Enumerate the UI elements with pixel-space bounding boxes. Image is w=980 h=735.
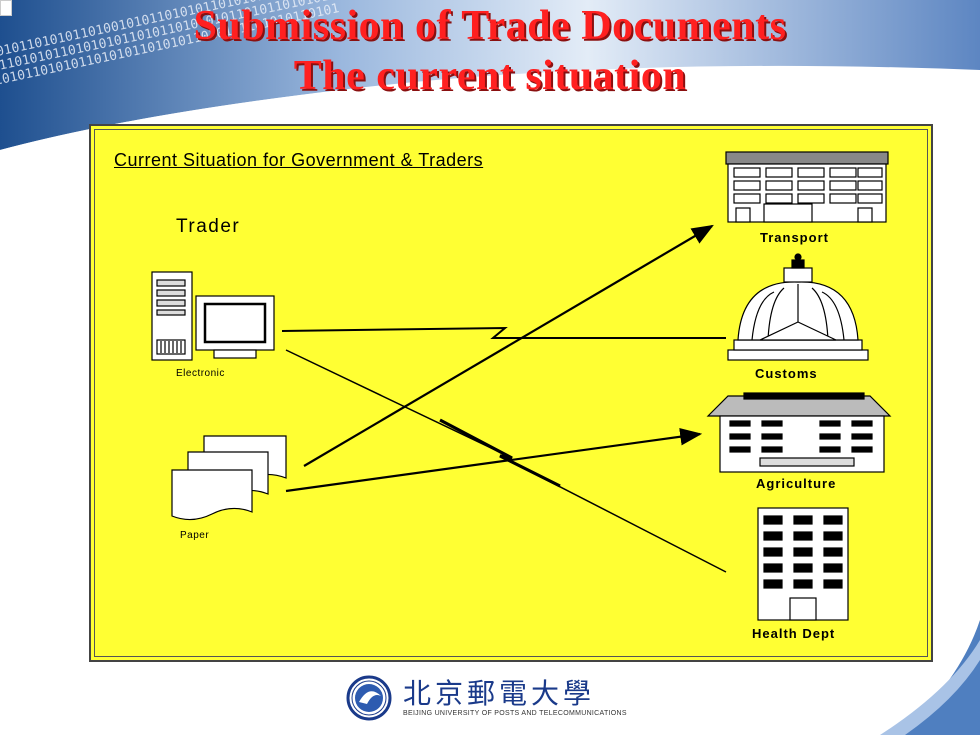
slide-title-line2: The current situation: [293, 53, 687, 99]
connection-lines: [281, 224, 727, 573]
transport-label: Transport: [760, 230, 829, 245]
health-dept-label: Health Dept: [752, 626, 836, 641]
arrow-paper-agriculture: [285, 427, 703, 493]
university-name-chinese: 北京郵電大學: [403, 677, 596, 710]
banner-swoosh: [0, 0, 980, 150]
customs-dome-icon: [727, 253, 869, 361]
electronic-label: Electronic: [176, 368, 225, 379]
computer-icon: [151, 271, 275, 361]
agriculture-building-icon: [706, 392, 892, 473]
transport-building-icon: [725, 151, 889, 223]
health-building-icon: [757, 507, 849, 621]
slide-corner-marker: [0, 0, 12, 16]
university-emblem-icon: [346, 675, 392, 721]
paper-stack-icon: [171, 435, 287, 521]
slide-title-line1: Submission of Trade Documents: [193, 3, 787, 49]
panel-heading: Current Situation for Government & Trade…: [114, 150, 484, 170]
university-name-english: BEIJING UNIVERSITY OF POSTS AND TELECOMM…: [403, 710, 627, 717]
banner-swoosh-light: [0, 68, 980, 162]
corner-swoosh: [900, 620, 980, 735]
customs-label: Customs: [755, 366, 818, 381]
university-logo: 北京郵電大學 BEIJING UNIVERSITY OF POSTS AND T…: [345, 672, 645, 724]
arrow-paper-transport: [303, 224, 714, 467]
trader-label: Trader: [176, 216, 241, 237]
agriculture-label: Agriculture: [756, 476, 837, 491]
line-electronic-customs: [281, 326, 726, 339]
paper-label: Paper: [180, 530, 210, 541]
